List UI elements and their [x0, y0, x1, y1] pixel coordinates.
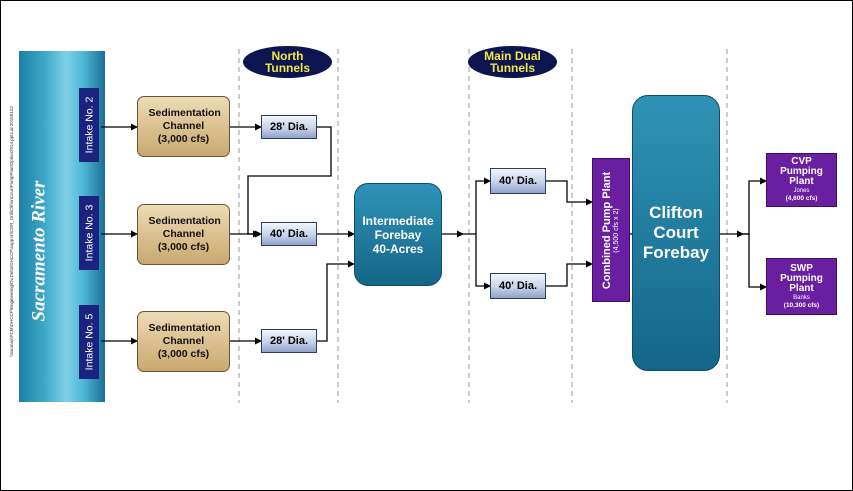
intake-no-3: Intake No. 3 [79, 196, 99, 270]
intake-no-5: Intake No. 5 [79, 305, 99, 379]
swp-pumping-plant: SWP Pumping Plant Banks (10,300 cfs) [766, 258, 837, 315]
pump-plant-title: Combined Pump Plant [601, 171, 614, 289]
sedimentation-channel-3: Sedimentation Channel (3,000 cfs) [137, 311, 230, 372]
intake-no-2: Intake No. 2 [79, 88, 99, 162]
sedimentation-flow: (3,000 cfs) [157, 133, 210, 145]
main-tunnel-2: 40' Dia. [490, 273, 546, 299]
sedimentation-title: Sedimentation Channel [148, 322, 221, 347]
sedimentation-title: Sedimentation Channel [148, 215, 221, 240]
combined-pump-plant: Combined Pump Plant (4,500 cfs x 2) [592, 158, 630, 302]
stage-dividers [238, 49, 728, 403]
north-tunnel-1: 28' Dia. [261, 115, 317, 139]
cvp-pumping-plant: CVP Pumping Plant Jones (4,600 cfs) [766, 153, 837, 207]
north-tunnels-heading: North Tunnels [243, 46, 332, 78]
main-tunnel-1: 40' Dia. [490, 168, 546, 194]
sedimentation-flow: (3,000 cfs) [157, 348, 210, 360]
intermediate-forebay: Intermediate Forebay 40-Acres [354, 183, 442, 286]
sedimentation-title: Sedimentation Channel [148, 107, 221, 132]
pump-plant-capacity: (4,500 cfs x 2) [613, 207, 621, 253]
main-dual-tunnels-heading: Main Dual Tunnels [468, 46, 557, 78]
north-tunnel-2: 40' Dia. [261, 222, 317, 246]
clifton-court-forebay: Clifton Court Forebay [632, 95, 720, 371]
sedimentation-flow: (3,000 cfs) [157, 241, 210, 253]
north-tunnel-3: 28' Dia. [261, 329, 317, 353]
sedimentation-channel-1: Sedimentation Channel (3,000 cfs) [137, 96, 230, 157]
sedimentation-channel-2: Sedimentation Channel (3,000 cfs) [137, 204, 230, 265]
